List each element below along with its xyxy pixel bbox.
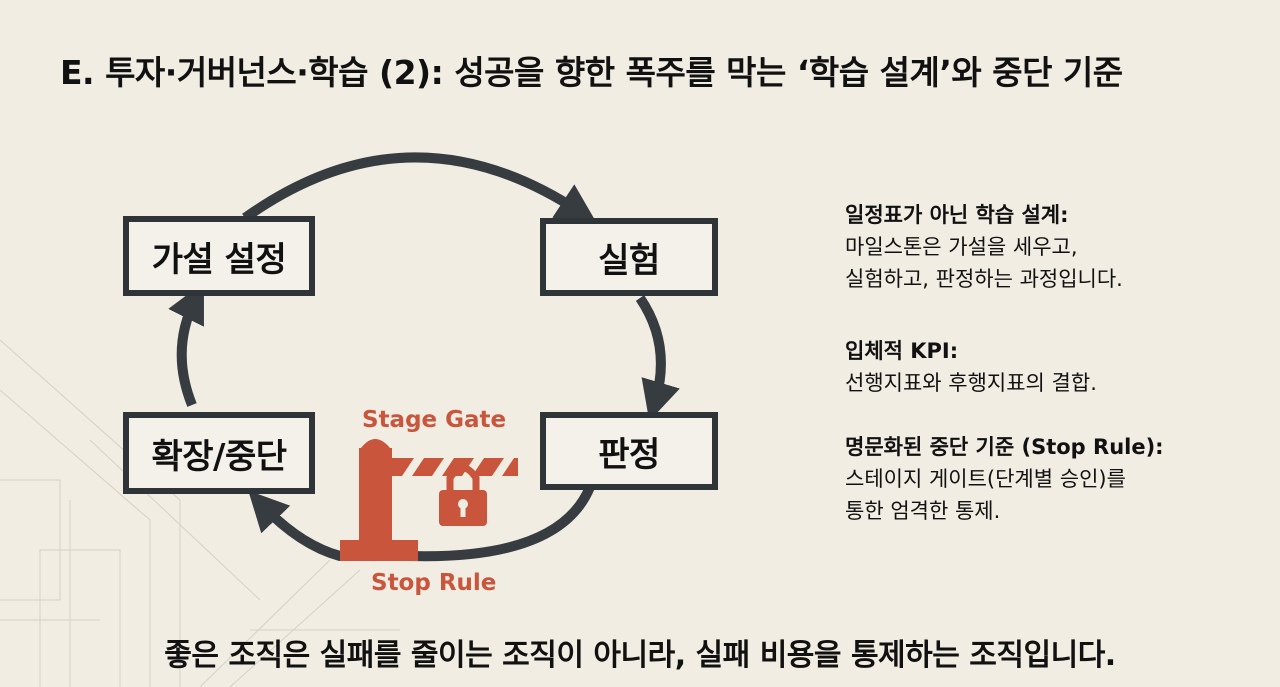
arrow-scale-to-hypothesis	[168, 282, 204, 407]
stop-rule-label: Stop Rule	[371, 570, 497, 596]
info-line: 선행지표와 후행지표의 결합.	[845, 371, 1097, 395]
bottom-message: 좋은 조직은 실패를 줄이는 조직이 아니라, 실패 비용을 통제하는 조직입니…	[164, 638, 1116, 673]
stage-hypothesis-label: 가설 설정	[151, 239, 287, 280]
background-sketch	[0, 339, 400, 687]
info-line: 실험하고, 판정하는 과정입니다.	[845, 267, 1123, 291]
stage-experiment: 실험	[540, 218, 718, 296]
stage-judgment: 판정	[540, 412, 718, 490]
stage-hypothesis: 가설 설정	[123, 216, 315, 296]
info-block-kpi: 입체적 KPI: 선행지표와 후행지표의 결합.	[845, 335, 1265, 399]
arrow-hypothesis-to-experiment	[242, 152, 597, 223]
arrow-judgment-to-scale	[248, 484, 595, 562]
info-line: 마일스톤은 가설을 세우고,	[845, 235, 1078, 259]
info-heading: 입체적 KPI:	[845, 339, 959, 363]
info-heading: 명문화된 중단 기준 (Stop Rule):	[845, 435, 1164, 459]
stage-scale-stop-label: 확장/중단	[151, 436, 287, 477]
stage-gate-label: Stage Gate	[362, 407, 507, 433]
stage-judgment-label: 판정	[598, 434, 660, 475]
arrow-experiment-to-judgment	[635, 295, 680, 422]
stage-scale-stop: 확장/중단	[123, 412, 315, 494]
stage-experiment-label: 실험	[598, 240, 660, 281]
info-block-stop-rule: 명문화된 중단 기준 (Stop Rule): 스테이지 게이트(단계별 승인)…	[845, 431, 1265, 527]
info-heading: 일정표가 아닌 학습 설계:	[845, 203, 1069, 227]
info-line: 통한 엄격한 통제.	[845, 499, 1001, 523]
info-line: 스테이지 게이트(단계별 승인)를	[845, 467, 1126, 491]
lock-icon	[439, 464, 487, 526]
page-title: E. 투자·거버넌스·학습 (2): 성공을 향한 폭주를 막는 ‘학습 설계’…	[60, 53, 1123, 92]
stage-gate-icon	[340, 439, 518, 561]
info-block-learning-design: 일정표가 아닌 학습 설계: 마일스톤은 가설을 세우고, 실험하고, 판정하는…	[845, 199, 1265, 295]
